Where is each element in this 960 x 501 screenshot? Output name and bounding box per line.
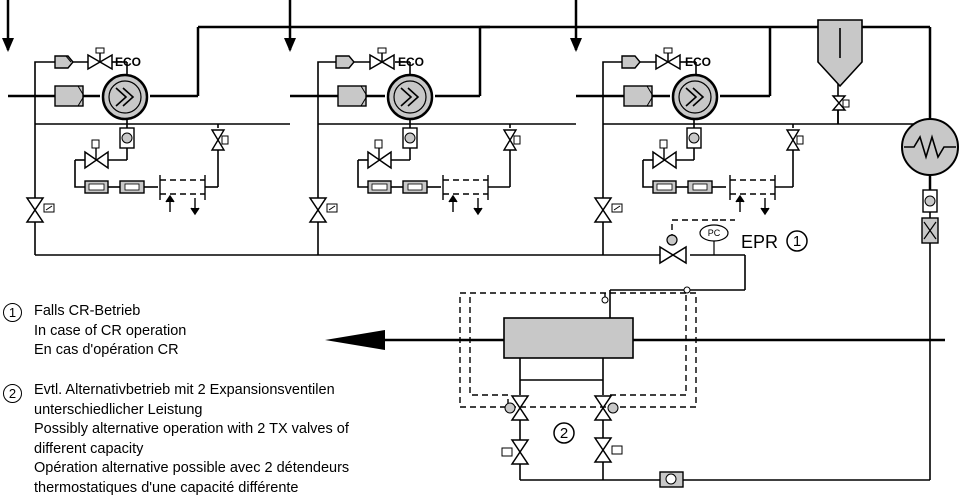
unit-3: ECO (593, 47, 804, 223)
alt-valves-number: 2 (560, 425, 568, 442)
pressure-controller-icon: PC (699, 224, 729, 255)
condenser-icon (901, 118, 959, 176)
note-line: Evtl. Alternativbetrieb mit 2 Expansions… (34, 382, 335, 398)
epr-number-circle (786, 230, 808, 252)
note-line: unterschiedlicher Leistung (34, 401, 203, 418)
eco-label: ECO (115, 55, 141, 69)
oil-filter-icon (54, 55, 74, 69)
note-line: En cas d'opération CR (34, 342, 179, 358)
tx-valve-2-icon (593, 395, 619, 421)
expansion-valve-icon (593, 197, 623, 223)
note-number: 2 (3, 384, 22, 403)
compressor-icon (101, 73, 149, 121)
epr-label: EPR (741, 232, 778, 252)
eco-valve-icon (87, 47, 113, 71)
filter-drier-icon (119, 180, 145, 194)
sight-glass-icon (84, 180, 109, 194)
eco-label: ECO (685, 55, 711, 69)
liquid-separator-icon (817, 19, 863, 88)
evaporator-icon (503, 317, 634, 359)
oil-separator-icon (54, 85, 85, 107)
check-valve-icon (785, 129, 804, 151)
eco-label: ECO (398, 55, 424, 69)
check-valve-icon (502, 129, 521, 151)
solenoid-valve-icon (84, 139, 109, 170)
note-line: Falls CR-Betrieb (34, 303, 141, 319)
alt-valves-number-circle (553, 422, 575, 444)
note-line: Opération alternative possible avec 2 dé… (34, 460, 350, 476)
expansion-valve-icon (25, 197, 55, 223)
pressure-switch-icon (402, 127, 418, 149)
eco-valve-icon (369, 47, 395, 71)
note-line: Possibly alternative operation with 2 TX… (34, 421, 349, 437)
solenoid-valve-icon (367, 139, 392, 170)
receiver-sight-icon (922, 189, 938, 213)
solenoid-valve-icon (652, 139, 677, 170)
note-line: In case of CR operation (34, 322, 187, 339)
pressure-switch-icon (119, 127, 135, 149)
oil-separator-icon (337, 85, 368, 107)
eco-valve-icon (655, 47, 681, 71)
solenoid-valve-icon (501, 439, 530, 465)
oil-separator-icon (623, 85, 654, 107)
expansion-valve-icon (308, 197, 338, 223)
sight-glass-icon (367, 180, 392, 194)
pressure-switch-icon (686, 127, 702, 149)
oil-filter-icon (621, 55, 641, 69)
note-number: 1 (3, 303, 22, 322)
receiver-filter-icon (921, 217, 939, 244)
sensor-icon (683, 286, 691, 294)
solenoid-valve-icon (593, 437, 623, 463)
epr-valve-icon (659, 234, 687, 265)
sight-glass-icon (652, 180, 677, 194)
compressor-icon (386, 73, 434, 121)
pc-label: PC (708, 228, 721, 238)
filter-drier-icon (687, 180, 713, 194)
bottom-sight-glass-icon (659, 471, 684, 488)
drain-valve-icon (831, 95, 850, 111)
epr-number: 1 (793, 233, 801, 250)
compressor-icon (671, 73, 719, 121)
note-line: different capacity (34, 440, 144, 457)
check-valve-icon (210, 129, 229, 151)
sensor-icon (601, 296, 609, 304)
tx-valve-1-icon (504, 395, 530, 421)
oil-filter-icon (335, 55, 355, 69)
filter-drier-icon (402, 180, 428, 194)
unit-2: ECO (308, 47, 521, 223)
note-line: thermostatiques d'une capacité différent… (34, 479, 299, 496)
unit-1: ECO (25, 47, 229, 223)
